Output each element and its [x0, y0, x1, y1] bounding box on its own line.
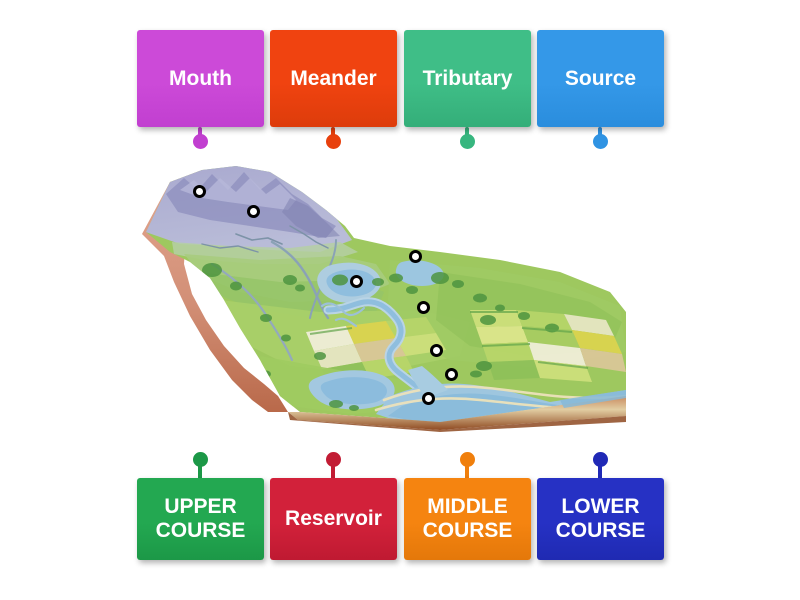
hotspot-marker-1[interactable]: [193, 185, 206, 198]
hotspot-marker-4[interactable]: [409, 250, 422, 263]
hotspot-marker-5[interactable]: [417, 301, 430, 314]
label-tile-upper-course-line1: UPPER: [164, 495, 237, 519]
label-tile-middle-course-line2: COURSE: [422, 519, 513, 542]
connector-stem-middle-course: [465, 463, 469, 480]
label-tile-mouth[interactable]: Mouth: [137, 30, 264, 127]
label-tile-upper-course[interactable]: UPPER COURSE: [137, 478, 264, 560]
label-tile-lower-course-line1: LOWER: [561, 495, 640, 519]
label-tile-middle-course[interactable]: MIDDLE COURSE: [404, 478, 531, 560]
river-landscape-illustration: [140, 160, 630, 432]
label-tile-reservoir[interactable]: Reservoir: [270, 478, 397, 560]
label-tile-middle-course-line1: MIDDLE: [427, 495, 508, 519]
connector-knob-tributary[interactable]: [460, 134, 475, 149]
label-tile-lower-course[interactable]: LOWER COURSE: [537, 478, 664, 560]
connector-knob-reservoir[interactable]: [326, 452, 341, 467]
hotspot-marker-3[interactable]: [350, 275, 363, 288]
connector-knob-meander[interactable]: [326, 134, 341, 149]
label-tile-lower-course-line2: COURSE: [555, 519, 646, 542]
label-tile-source[interactable]: Source: [537, 30, 664, 127]
label-tile-meander-text: Meander: [290, 66, 377, 90]
label-tile-reservoir-line1: Reservoir: [285, 507, 382, 531]
connector-stem-lower-course: [598, 463, 602, 480]
connector-knob-lower-course[interactable]: [593, 452, 608, 467]
connector-stem-reservoir: [331, 463, 335, 480]
terrain-base-edge: [288, 396, 626, 430]
connector-knob-middle-course[interactable]: [460, 452, 475, 467]
connector-knob-source[interactable]: [593, 134, 608, 149]
connector-knob-upper-course[interactable]: [193, 452, 208, 467]
label-tile-tributary-text: Tributary: [422, 66, 513, 90]
label-tile-meander[interactable]: Meander: [270, 30, 397, 127]
label-tile-source-text: Source: [564, 66, 637, 90]
hotspot-marker-6[interactable]: [430, 344, 443, 357]
label-tile-tributary[interactable]: Tributary: [404, 30, 531, 127]
hotspot-marker-7[interactable]: [445, 368, 458, 381]
hotspot-marker-8[interactable]: [422, 392, 435, 405]
connector-knob-mouth[interactable]: [193, 134, 208, 149]
label-tile-upper-course-line2: COURSE: [155, 519, 246, 542]
hotspot-marker-2[interactable]: [247, 205, 260, 218]
label-tile-mouth-text: Mouth: [169, 66, 232, 90]
connector-stem-upper-course: [198, 463, 202, 480]
terrain-surface: [146, 166, 626, 422]
